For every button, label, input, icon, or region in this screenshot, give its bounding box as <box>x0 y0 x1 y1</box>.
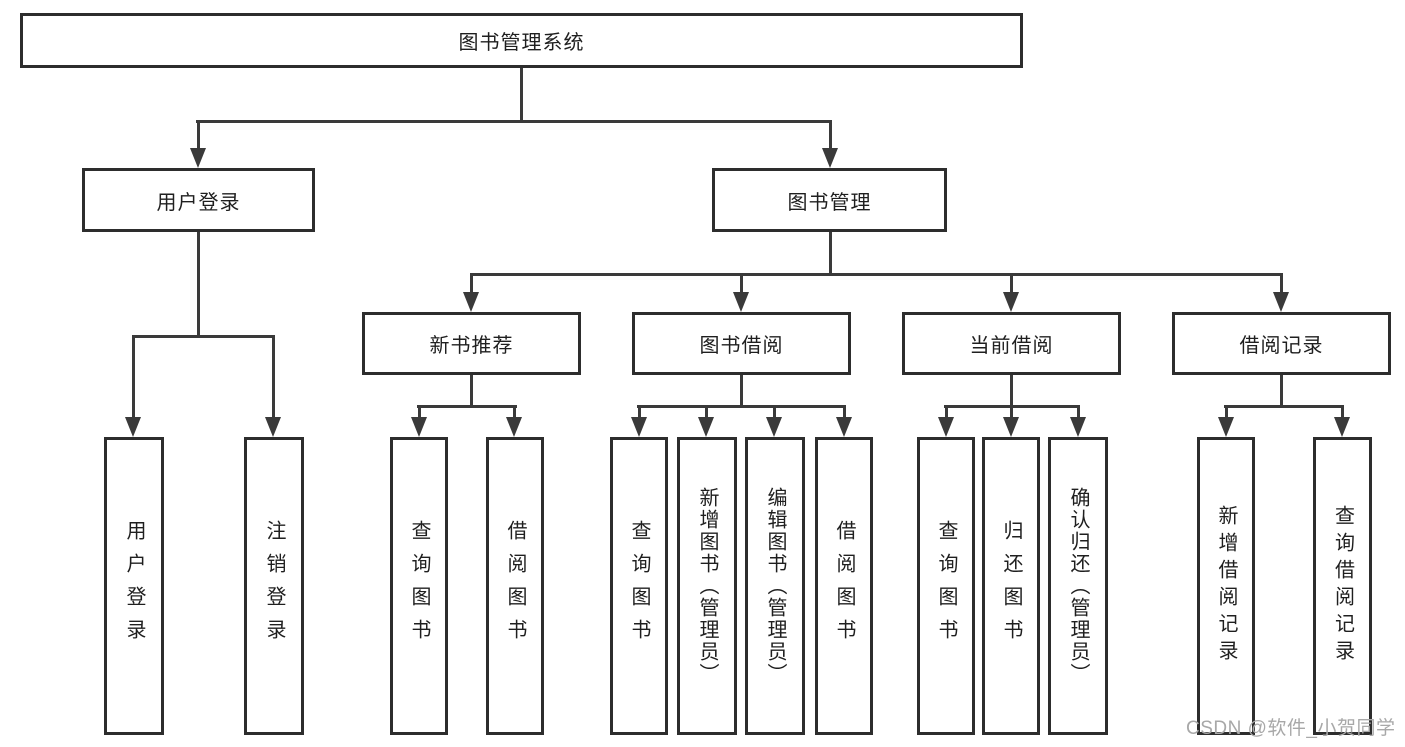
connector-stub-g1-leaf1 <box>418 405 421 419</box>
connector-group2-vertical <box>740 375 743 405</box>
node-book-borrowing: 图书借阅 <box>632 312 851 375</box>
arrowhead-g2-leaf4 <box>836 417 852 437</box>
leaf-edit-book-admin: 编辑图书（管理员） <box>745 437 805 735</box>
connector-user-login-horizontal <box>132 335 274 338</box>
leaf-return-books: 归还图书 <box>982 437 1040 735</box>
node-user-login: 用户登录 <box>82 168 315 232</box>
leaf-query-books-borrowing: 查询图书 <box>610 437 668 735</box>
connector-stub-g2-leaf4 <box>843 405 846 419</box>
arrowhead-current-borrowing <box>1003 292 1019 312</box>
connector-stub-new-book <box>470 273 473 294</box>
arrowhead-leaf-user-login <box>125 417 141 437</box>
connector-stub-g3-leaf1 <box>945 405 948 419</box>
connector-group2-horizontal <box>637 405 846 408</box>
connector-stub-book-management <box>829 120 832 150</box>
connector-stub-g3-leaf3 <box>1077 405 1080 419</box>
leaf-borrow-books-recommend: 借阅图书 <box>486 437 544 735</box>
connector-stub-g2-leaf2 <box>705 405 708 419</box>
connector-stub-user-login <box>197 120 200 150</box>
node-current-borrowing: 当前借阅 <box>902 312 1121 375</box>
arrowhead-g3-leaf3 <box>1070 417 1086 437</box>
connector-group4-vertical <box>1280 375 1283 405</box>
leaf-add-book-admin: 新增图书（管理员） <box>677 437 737 735</box>
connector-stub-g4-leaf1 <box>1225 405 1228 419</box>
leaf-borrow-books-borrowing: 借阅图书 <box>815 437 873 735</box>
connector-stub-current-borrowing <box>1010 273 1013 294</box>
arrowhead-g1-leaf2 <box>506 417 522 437</box>
connector-stub-g4-leaf2 <box>1341 405 1344 419</box>
connector-group4-horizontal <box>1224 405 1344 408</box>
arrowhead-g1-leaf1 <box>411 417 427 437</box>
leaf-logout: 注销登录 <box>244 437 304 735</box>
arrowhead-g3-leaf2 <box>1003 417 1019 437</box>
connector-root-vertical <box>520 68 523 120</box>
connector-stub-leaf-user-login <box>132 335 135 419</box>
connector-book-management-vertical <box>829 232 832 275</box>
arrowhead-borrowing-records <box>1273 292 1289 312</box>
connector-stub-leaf-logout <box>272 335 275 419</box>
leaf-query-borrow-record: 查询借阅记录 <box>1313 437 1372 735</box>
arrowhead-leaf-logout <box>265 417 281 437</box>
arrowhead-g2-leaf2 <box>698 417 714 437</box>
arrowhead-g2-leaf3 <box>766 417 782 437</box>
arrowhead-g4-leaf1 <box>1218 417 1234 437</box>
arrowhead-g2-leaf1 <box>631 417 647 437</box>
csdn-watermark: CSDN @软件_小贺同学 <box>1186 718 1396 739</box>
connector-group1-horizontal <box>417 405 517 408</box>
node-new-book-recommendation: 新书推荐 <box>362 312 581 375</box>
arrowhead-new-book <box>463 292 479 312</box>
connector-stub-g1-leaf2 <box>513 405 516 419</box>
connector-stub-g2-leaf3 <box>773 405 776 419</box>
arrowhead-user-login <box>190 148 206 168</box>
leaf-query-books-recommend: 查询图书 <box>390 437 448 735</box>
connector-group1-vertical <box>470 375 473 405</box>
node-book-management: 图书管理 <box>712 168 947 232</box>
connector-level3-horizontal <box>470 273 1283 276</box>
connector-stub-g3-leaf2 <box>1010 405 1013 419</box>
leaf-confirm-return-admin: 确认归还（管理员） <box>1048 437 1108 735</box>
arrowhead-book-management <box>822 148 838 168</box>
arrowhead-g4-leaf2 <box>1334 417 1350 437</box>
connector-stub-borrowing-records <box>1280 273 1283 294</box>
arrowhead-book-borrowing <box>733 292 749 312</box>
leaf-query-books-current: 查询图书 <box>917 437 975 735</box>
connector-level2-horizontal <box>196 120 832 123</box>
leaf-user-login: 用户登录 <box>104 437 164 735</box>
connector-stub-g2-leaf1 <box>638 405 641 419</box>
connector-user-login-vertical <box>197 232 200 335</box>
node-borrowing-records: 借阅记录 <box>1172 312 1391 375</box>
connector-stub-book-borrowing <box>740 273 743 294</box>
node-library-management-system: 图书管理系统 <box>20 13 1023 68</box>
leaf-add-borrow-record: 新增借阅记录 <box>1197 437 1255 735</box>
arrowhead-g3-leaf1 <box>938 417 954 437</box>
connector-group3-vertical <box>1010 375 1013 405</box>
